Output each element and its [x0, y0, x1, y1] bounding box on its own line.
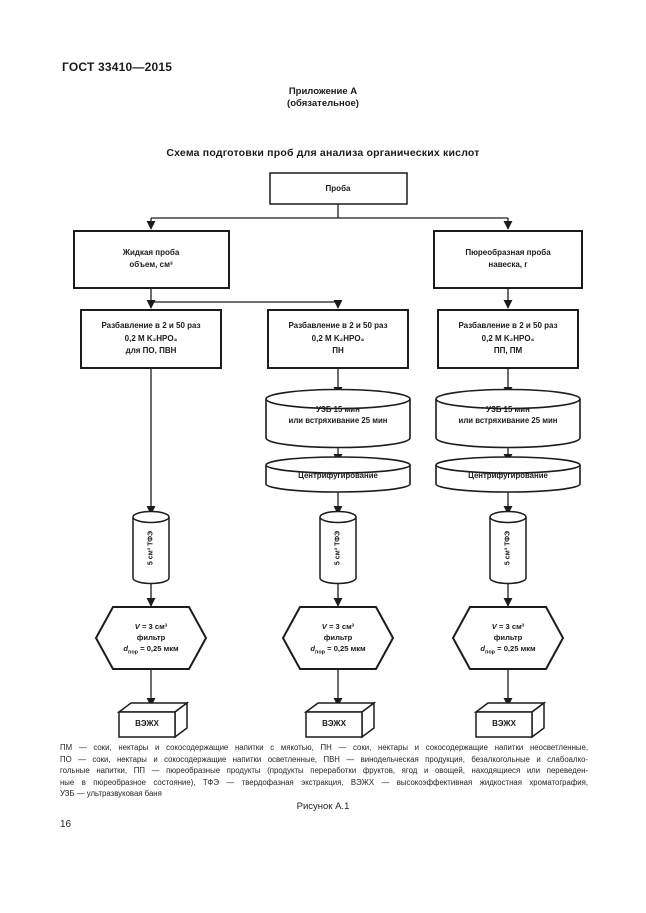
filter-volume-var: V	[491, 622, 497, 631]
document-code: ГОСТ 33410—2015	[62, 60, 173, 74]
spe-cartridge-right	[489, 510, 527, 585]
legend-line: ПО — соки, нектары и сокосодержащие напи…	[60, 754, 588, 764]
filter-label-mid: V = 3 см³ фильтр dпор = 0,25 мкм	[310, 622, 366, 656]
hplc-box-right	[473, 701, 547, 739]
spe-label-mid: 5 см³ ТФЭ	[334, 530, 342, 566]
filter-hexagon-mid	[281, 606, 395, 670]
dilution-mid-label: Разбавление в 2 и 50 раз 0,2 М K₂HPO₄ ПН	[288, 321, 388, 355]
spe-label-right: 5 см³ ТФЭ	[504, 530, 512, 566]
ultrasonic-label-mid: УЗБ 15 мин или встряхивание 25 мин	[288, 405, 388, 425]
centrifuge-label-right: Центрифугирование	[468, 471, 548, 480]
figure-caption: Рисунок А.1	[296, 801, 350, 812]
scheme-title: Схема подготовки проб для анализа органи…	[166, 147, 480, 159]
spe-cartridge-left	[132, 510, 170, 585]
centrifuge-cylinder-mid	[265, 456, 411, 493]
liquid-sample-box	[73, 230, 230, 289]
filter-volume-var: V	[134, 622, 140, 631]
dilution-left-label: Разбавление в 2 и 50 раз 0,2 М K₂HPO₄ дл…	[101, 321, 201, 355]
sample-box	[269, 172, 408, 205]
hplc-label-left: ВЭЖХ	[135, 719, 159, 728]
appendix-note: (обязательное)	[287, 98, 359, 109]
page-number: 16	[60, 819, 72, 830]
hplc-box-left	[116, 701, 190, 739]
legend-line: ПМ — соки, нектары и сокосодержащие напи…	[60, 743, 588, 752]
centrifuge-label-mid: Центрифугирование	[298, 471, 378, 480]
filter-label-right: V = 3 см³ фильтр dпор = 0,25 мкм	[480, 622, 536, 656]
hplc-label-mid: ВЭЖХ	[322, 719, 346, 728]
liquid-sample-label: Жидкая проба объем, см³	[122, 248, 180, 269]
filter-label-left: V = 3 см³ фильтр dпор = 0,25 мкм	[123, 622, 179, 656]
ultrasonic-cylinder-right	[435, 388, 581, 449]
hplc-box-mid	[303, 701, 377, 739]
legend-line: гольные напитки, ПП — пюреобразные проду…	[60, 766, 588, 775]
ultrasonic-label-right: УЗБ 15 мин или встряхивание 25 мин	[458, 405, 558, 425]
hplc-label-right: ВЭЖХ	[492, 719, 516, 728]
appendix-heading: Приложение А	[288, 86, 358, 97]
legend-line: ные в пюреобразное состояние), ТФЭ — тве…	[60, 777, 588, 787]
legend-line: УЗБ — ультразвуковая баня	[60, 789, 162, 798]
filter-hexagon-left	[94, 606, 208, 670]
dilution-right-box	[437, 309, 579, 369]
filter-hexagon-right	[451, 606, 565, 670]
spe-cartridge-mid	[319, 510, 357, 585]
dilution-right-label: Разбавление в 2 и 50 раз 0,2 М K₂HPO₄ ПП…	[458, 321, 558, 355]
filter-volume-var: V	[321, 622, 327, 631]
puree-sample-box	[433, 230, 583, 289]
centrifuge-cylinder-right	[435, 456, 581, 493]
filter-pore-var: d	[480, 644, 485, 653]
filter-pore-var: d	[310, 644, 315, 653]
filter-pore-var: d	[123, 644, 128, 653]
dilution-mid-box	[267, 309, 409, 369]
abbreviations-legend: ПМ — соки, нектары и сокосодержащие напи…	[60, 742, 588, 800]
dilution-left-box	[80, 309, 222, 369]
sample-label: Проба	[325, 184, 351, 193]
connector-lines	[146, 204, 513, 707]
spe-label-left: 5 см³ ТФЭ	[147, 530, 155, 566]
puree-sample-label: Пюреобразная проба навеска, г	[465, 248, 551, 269]
ultrasonic-cylinder-mid	[265, 388, 411, 449]
